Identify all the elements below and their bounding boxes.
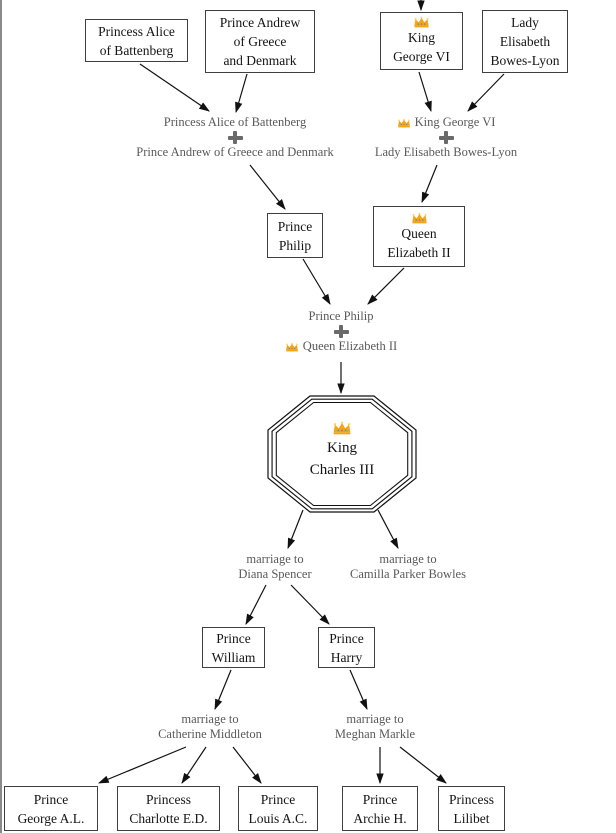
node-prince-andrew-greece: Prince Andrew of Greece and Denmark — [205, 10, 315, 73]
person-name-line: and Denmark — [223, 53, 297, 68]
node-king-charles-octagon — [267, 395, 417, 513]
person-name-line: King — [327, 440, 357, 456]
edge-alice-to-union1 — [139, 63, 210, 112]
union-alice-andrew: Princess Alice of Battenberg Prince Andr… — [121, 115, 349, 160]
edge-charles3-to-camilla — [377, 509, 399, 549]
person-name-line: Queen — [401, 225, 437, 241]
node-princess-charlotte: Princess Charlotte E.D. — [117, 786, 220, 831]
crown-icon — [397, 118, 410, 127]
node-king-charles-iii-label: King Charles III — [280, 421, 404, 481]
union-partner2: Queen Elizabeth II — [302, 339, 398, 353]
person-name-line: Prince — [216, 630, 251, 646]
edge-catherine-to-charlotte — [181, 746, 207, 784]
person-name-line: Princess Alice — [98, 23, 175, 39]
marriage-name: Camilla Parker Bowles — [350, 567, 466, 581]
union-george-elisabeth: King George VI Lady Elisabeth Bowes-Lyon — [346, 115, 546, 160]
person-name-line: of Greece — [233, 34, 287, 49]
plus-icon — [438, 131, 454, 144]
node-prince-william: Prince William — [202, 627, 265, 668]
union-partner2: Lady Elisabeth Bowes-Lyon — [374, 145, 518, 159]
person-name-line: Prince — [329, 630, 364, 646]
node-lady-elisabeth: Lady Elisabeth Bowes-Lyon — [482, 10, 568, 73]
marriage-prefix: marriage to — [379, 552, 437, 566]
edge-catherine-to-georgejr — [98, 746, 187, 784]
edge-union2-to-elizabeth2 — [421, 164, 438, 204]
plus-icon — [227, 131, 243, 144]
person-name-line: Charlotte E.D. — [129, 810, 208, 826]
person-name-line: Prince — [33, 791, 69, 807]
person-name-line: Princess — [146, 791, 191, 807]
node-prince-harry: Prince Harry — [318, 627, 375, 668]
edge-catherine-to-louis — [232, 746, 262, 784]
edge-diana-to-harry — [290, 584, 330, 625]
person-name-line: Elisabeth — [499, 34, 551, 49]
node-princess-alice: Princess Alice of Battenberg — [85, 19, 188, 62]
marriage-name: Meghan Markle — [334, 727, 416, 741]
node-prince-philip: Prince Philip — [267, 213, 323, 258]
node-king-george-vi: King George VI — [380, 12, 463, 70]
union-partner1: Princess Alice of Battenberg — [163, 115, 307, 129]
marriage-diana-spencer: marriage to Diana Spencer — [215, 552, 335, 582]
edge-william-to-catherine — [214, 669, 232, 710]
person-name-line: Elizabeth II — [387, 244, 451, 260]
person-name-line: Lilibet — [453, 810, 490, 826]
crown-icon — [411, 212, 427, 223]
plus-icon — [333, 325, 349, 338]
union-philip-elizabeth: Prince Philip Queen Elizabeth II — [251, 309, 431, 354]
person-name-line: of Battenberg — [99, 42, 174, 58]
marriage-name: Catherine Middleton — [158, 727, 262, 741]
node-prince-george: Prince George A.L. — [4, 786, 98, 831]
node-princess-lilibet: Princess Lilibet — [438, 786, 505, 831]
marriage-meghan-markle: marriage to Meghan Markle — [305, 712, 445, 742]
person-name-line: Bowes-Lyon — [490, 53, 560, 68]
edge-george6-to-union2 — [418, 71, 432, 113]
person-name-line: Philip — [278, 237, 312, 253]
person-name-line: Charles III — [309, 462, 375, 478]
marriage-prefix: marriage to — [181, 712, 239, 726]
window-left-border — [0, 0, 2, 833]
node-prince-louis: Prince Louis A.C. — [238, 786, 318, 831]
person-name-line: Louis A.C. — [248, 810, 308, 826]
node-queen-elizabeth-ii: Queen Elizabeth II — [373, 206, 465, 267]
union-partner1: Prince Philip — [308, 309, 374, 323]
marriage-prefix: marriage to — [246, 552, 304, 566]
union-partner2: Prince Andrew of Greece and Denmark — [136, 145, 334, 159]
crown-icon — [285, 342, 298, 351]
person-name-line: King — [408, 30, 435, 45]
person-name-line: Prince — [260, 791, 296, 807]
node-prince-archie: Prince Archie H. — [342, 786, 418, 831]
person-name-line: George A.L. — [17, 810, 85, 826]
edge-elizabeth2-to-union3 — [367, 267, 405, 305]
edge-diana-to-william — [245, 584, 267, 625]
person-name-line: William — [211, 649, 256, 665]
person-name-line: Archie H. — [353, 810, 407, 826]
person-name-line: Prince Andrew — [219, 15, 301, 30]
marriage-catherine-middleton: marriage to Catherine Middleton — [140, 712, 280, 742]
person-name-line: Princess — [449, 791, 494, 807]
union-partner1: King George VI — [414, 115, 496, 129]
person-name-line: George VI — [393, 49, 450, 64]
marriage-camilla-parker-bowles: marriage to Camilla Parker Bowles — [328, 552, 488, 582]
person-name-line: Harry — [330, 649, 363, 665]
edge-andrew-to-union1 — [235, 73, 248, 114]
octagon-outer — [267, 395, 417, 513]
edge-meghan-to-lilibet — [399, 746, 447, 784]
crown-icon — [414, 16, 429, 28]
edge-charles3-to-diana — [287, 509, 304, 550]
edge-union1-to-philip — [249, 164, 286, 210]
person-name-line: Prince — [277, 218, 313, 234]
edge-harry-to-meghan — [349, 669, 368, 710]
person-name-line: Lady — [511, 15, 539, 30]
octagon-middle — [271, 398, 413, 510]
marriage-prefix: marriage to — [346, 712, 404, 726]
octagon-inner — [275, 401, 409, 507]
edge-elisabeth-to-union2 — [467, 73, 505, 112]
crown-icon — [333, 421, 351, 435]
marriage-name: Diana Spencer — [238, 567, 312, 581]
person-name-line: Prince — [362, 791, 398, 807]
edge-philip-to-union3 — [302, 258, 331, 305]
